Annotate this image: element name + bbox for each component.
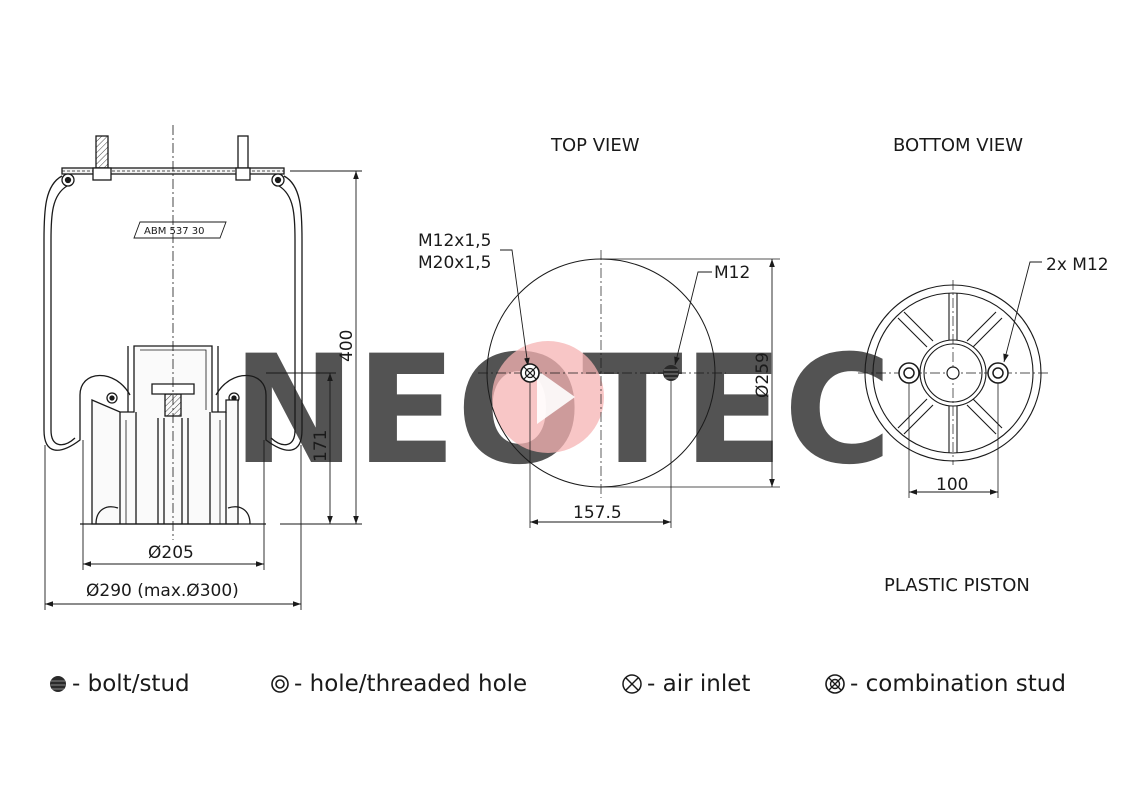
top-view — [478, 249, 780, 528]
callout-m12x1-5: M12x1,5 — [418, 231, 491, 251]
legend-hole: - hole/threaded hole — [270, 668, 527, 700]
label-plate-text: ABM 537 30 — [144, 226, 205, 237]
legend-combination-stud: - combination stud — [824, 668, 1066, 700]
bellows-outer-right — [215, 175, 303, 451]
callout-m12: M12 — [714, 263, 750, 283]
legend-bolt-text: - bolt/stud — [72, 671, 190, 697]
dim-diameter-205: Ø205 — [148, 543, 194, 563]
dim-diameter-290: Ø290 (max.Ø300) — [86, 581, 239, 601]
bottom-view-title: BOTTOM VIEW — [893, 135, 1023, 156]
watermark: NEOTEC — [232, 324, 892, 498]
legend-bolt: - bolt/stud — [48, 668, 190, 700]
side-view — [43, 125, 303, 540]
piston-ribs — [897, 293, 1003, 453]
legend-hole-text: - hole/threaded hole — [294, 671, 528, 697]
hole-icon — [271, 675, 289, 693]
top-view-title: TOP VIEW — [550, 135, 640, 156]
callout-2x-m12: 2x M12 — [1046, 255, 1109, 275]
bellows-outer — [43, 175, 131, 451]
dim-spacing-157-5: 157.5 — [573, 503, 622, 523]
stud-left — [95, 135, 109, 169]
bolt-icon — [50, 676, 66, 692]
dim-height-171: 171 — [311, 430, 331, 462]
combination-stud-icon — [825, 674, 845, 694]
piston-body — [91, 345, 239, 525]
dim-spacing-100: 100 — [936, 475, 968, 495]
watermark-play-icon — [537, 370, 575, 424]
legend-combination-stud-text: - combination stud — [850, 671, 1066, 697]
air-inlet-icon — [622, 674, 642, 694]
callout-m20x1-5: M20x1,5 — [418, 253, 491, 273]
stud-right — [237, 135, 249, 169]
legend-air-inlet-text: - air inlet — [647, 671, 751, 697]
hole-icon — [898, 362, 1009, 384]
bolt-icon — [663, 365, 679, 381]
side-view-dimensions — [44, 170, 362, 610]
dim-height-400: 400 — [337, 330, 357, 362]
plastic-piston-caption: PLASTIC PISTON — [884, 575, 1030, 596]
combination-stud-icon — [520, 363, 540, 383]
dim-diameter-259: Ø259 — [753, 352, 773, 398]
legend-air-inlet: - air inlet — [621, 668, 750, 700]
